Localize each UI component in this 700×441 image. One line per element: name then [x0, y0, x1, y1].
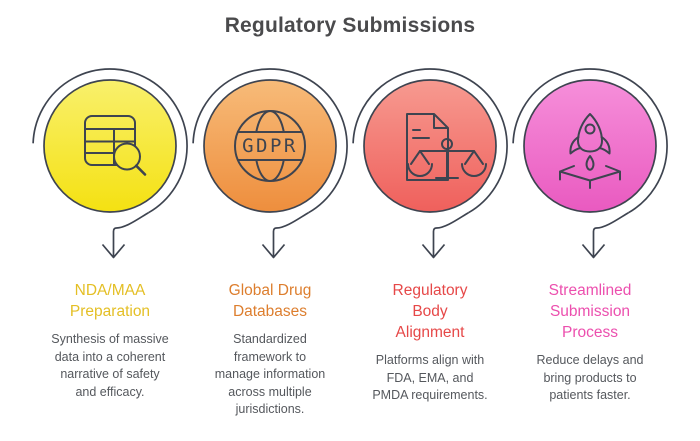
step-graphic	[32, 68, 188, 259]
globe-meridians	[255, 110, 285, 182]
step-regulatory-body-alignment: Regulatory Body Alignment Platforms alig…	[350, 54, 510, 419]
magnifier-lens	[113, 142, 141, 171]
rocket-right-fin	[598, 136, 611, 155]
step-description: Reduce delays and bring products to pati…	[536, 353, 644, 402]
rocket-body	[577, 113, 603, 153]
spiral-circle-outline	[512, 68, 668, 214]
down-arrow	[261, 211, 309, 259]
table-grid	[84, 128, 136, 166]
document-scales-icon	[406, 113, 487, 181]
rocket-launch-icon	[559, 113, 621, 189]
globe-band-lines	[237, 131, 303, 161]
spiral-circle-outline	[192, 68, 348, 214]
down-arrow	[581, 211, 629, 259]
step-graphic: GDPR	[192, 68, 348, 259]
step-heading: NDA/MAA Preparation	[69, 282, 151, 320]
step-circle	[523, 79, 657, 213]
step-graphic	[512, 68, 668, 259]
scale-right-pan	[461, 150, 487, 177]
step-circle	[43, 79, 177, 213]
page-title: Regulatory Submissions	[224, 14, 476, 37]
step-streamlined-submission: Streamlined Submission Process Reduce de…	[510, 54, 670, 419]
rocket-window	[584, 123, 596, 135]
step-description: Standardized framework to manage informa…	[214, 332, 326, 416]
launch-platform	[559, 165, 621, 189]
spiral-circle-outline	[32, 68, 188, 214]
magnifier-handle	[134, 164, 147, 176]
step-description: Platforms align with FDA, EMA, and PMDA …	[372, 353, 488, 402]
step-heading: Global Drug Databases	[228, 282, 312, 320]
steps-row: NDA/MAA Preparation Synthesis of massive…	[0, 54, 700, 419]
step-nda-maa-preparation: NDA/MAA Preparation Synthesis of massive…	[30, 54, 190, 419]
rocket-left-fin	[569, 136, 582, 155]
scale-left-pan	[407, 150, 433, 177]
step-heading: Streamlined Submission Process	[548, 282, 632, 341]
spiral-circle-outline	[352, 68, 508, 214]
step-heading: Regulatory Body Alignment	[392, 282, 468, 341]
step-graphic	[352, 68, 508, 259]
step-global-drug-databases: GDPR Global Drug Databases Standardized …	[190, 54, 350, 419]
down-arrow	[101, 211, 149, 259]
document-outline	[406, 113, 449, 181]
globe-gdpr-icon: GDPR	[234, 110, 306, 182]
scale-frame	[419, 148, 475, 179]
step-circle	[203, 79, 337, 213]
document-text-lines	[412, 129, 430, 139]
gdpr-label: GDPR	[242, 135, 298, 157]
step-circle	[363, 79, 497, 213]
step-description: Synthesis of massive data into a coheren…	[51, 332, 169, 399]
rocket-flame	[585, 155, 595, 171]
table-search-icon	[84, 115, 147, 176]
down-arrow	[421, 211, 469, 259]
